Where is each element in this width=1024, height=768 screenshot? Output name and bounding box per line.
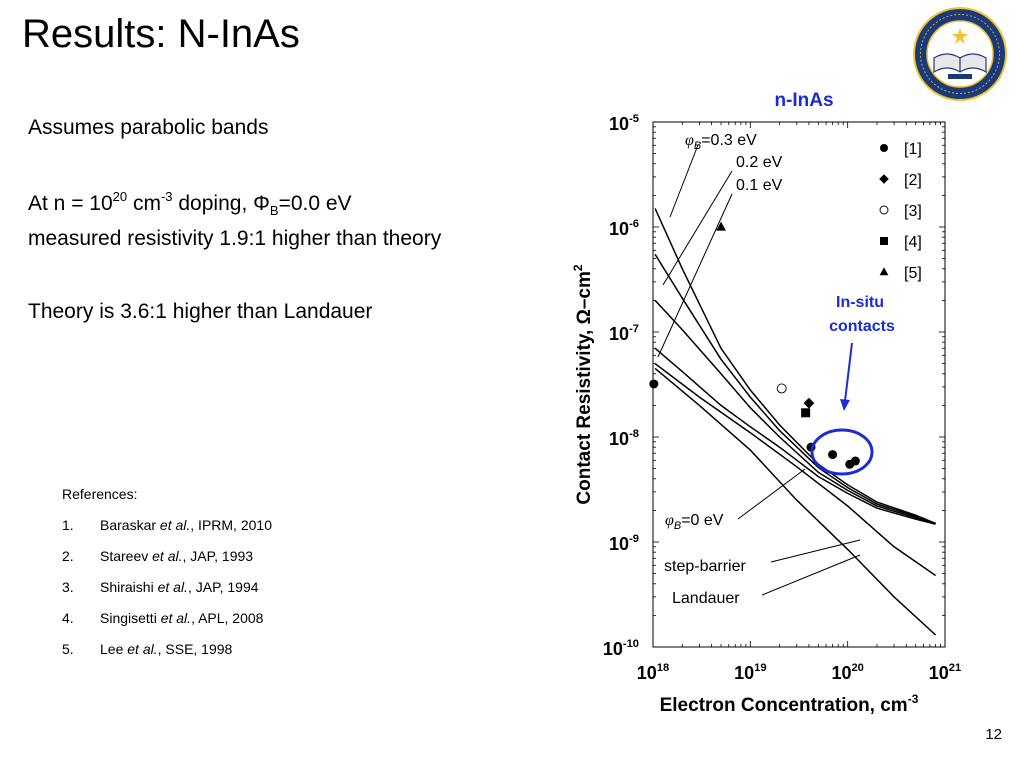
y-tick-label: 10-8 — [609, 428, 639, 449]
curve-label: φB=0 eV — [665, 512, 724, 532]
legend-label: [4] — [904, 234, 922, 251]
x-tick-label: 1020 — [831, 662, 863, 683]
curve-label-leader — [737, 468, 806, 520]
y-tick-label: 10-6 — [609, 218, 639, 239]
in-situ-arrow — [844, 342, 853, 402]
curve-label: Landauer — [672, 590, 740, 607]
data-point — [803, 397, 815, 409]
curve-label-leader — [669, 144, 699, 218]
reference-item: 1.Baraskar et al., IPRM, 2010 — [62, 517, 272, 533]
data-point — [850, 456, 860, 466]
legend-label: [5] — [904, 265, 922, 282]
resistivity-text: measured resistivity 1.9:1 higher than t… — [28, 227, 442, 250]
chart-title: n-InAs — [774, 90, 833, 111]
assumption-text: Assumes parabolic bands — [28, 116, 269, 139]
in-situ-arrowhead — [840, 399, 850, 411]
series-line — [654, 299, 936, 525]
data-point — [776, 383, 787, 394]
y-tick-label: 10-10 — [603, 638, 639, 659]
legend-marker — [879, 174, 889, 184]
series-line — [654, 347, 936, 525]
legend-label: [2] — [904, 172, 922, 189]
legend-marker — [880, 144, 888, 152]
curve-label-leader — [657, 193, 733, 358]
x-tick-label: 1018 — [637, 662, 669, 683]
in-situ-label-line1: In-situ — [836, 294, 884, 311]
curve-label: step-barrier — [664, 558, 746, 575]
doping-text: At n = 1020 cm-3 doping, ΦB=0.0 eV — [28, 189, 352, 219]
curve-label: φB=0.3 eV — [685, 132, 757, 152]
x-tick-label: 1021 — [929, 662, 961, 683]
series-line — [654, 363, 937, 577]
series-line — [654, 208, 936, 525]
reference-item: 2.Stareev et al., JAP, 1993 — [62, 548, 254, 564]
y-axis-title: Contact Resistivity, Ω–cm2 — [571, 264, 595, 504]
legend-label: [3] — [904, 203, 922, 220]
data-point — [716, 221, 726, 231]
data-point — [828, 450, 838, 460]
y-tick-label: 10-7 — [609, 323, 639, 344]
legend-label: [1] — [904, 141, 922, 158]
series-line — [654, 367, 937, 636]
x-axis-title: Electron Concentration, cm-3 — [660, 692, 919, 716]
curve-label-leader — [761, 554, 861, 596]
y-tick-label: 10-5 — [609, 113, 639, 134]
curve-label-leader — [662, 170, 733, 286]
curve-label: 0.2 eV — [736, 154, 783, 171]
reference-item: 4.Singisetti et al., APL, 2008 — [62, 610, 264, 626]
contact-resistivity-chart: 1018 1019 1020 1021 10-5 10-6 10-7 10-8 10-9 10-1… — [571, 90, 961, 716]
x-tick-label: 1019 — [734, 662, 766, 683]
ucsb-seal-icon — [913, 7, 1007, 101]
in-situ-highlight — [810, 428, 874, 476]
legend-marker — [880, 237, 888, 245]
series-line — [654, 253, 936, 525]
reference-item: 5.Lee et al., SSE, 1998 — [62, 641, 233, 657]
curve-label-leader — [770, 539, 861, 563]
references-heading: References: — [62, 486, 138, 502]
landauer-text: Theory is 3.6:1 higher than Landauer — [28, 300, 373, 323]
data-point — [649, 379, 659, 389]
legend-marker — [879, 205, 889, 215]
page-title: Results: N-InAs — [22, 12, 300, 56]
page-number: 12 — [985, 726, 1002, 743]
in-situ-label-line2: contacts — [829, 318, 895, 335]
curve-label: 0.1 eV — [736, 177, 783, 194]
reference-item: 3.Shiraishi et al., JAP, 1994 — [62, 579, 259, 595]
legend-marker — [879, 267, 889, 276]
y-tick-label: 10-9 — [609, 533, 639, 554]
university-seal — [912, 6, 1008, 107]
data-point — [801, 408, 811, 418]
